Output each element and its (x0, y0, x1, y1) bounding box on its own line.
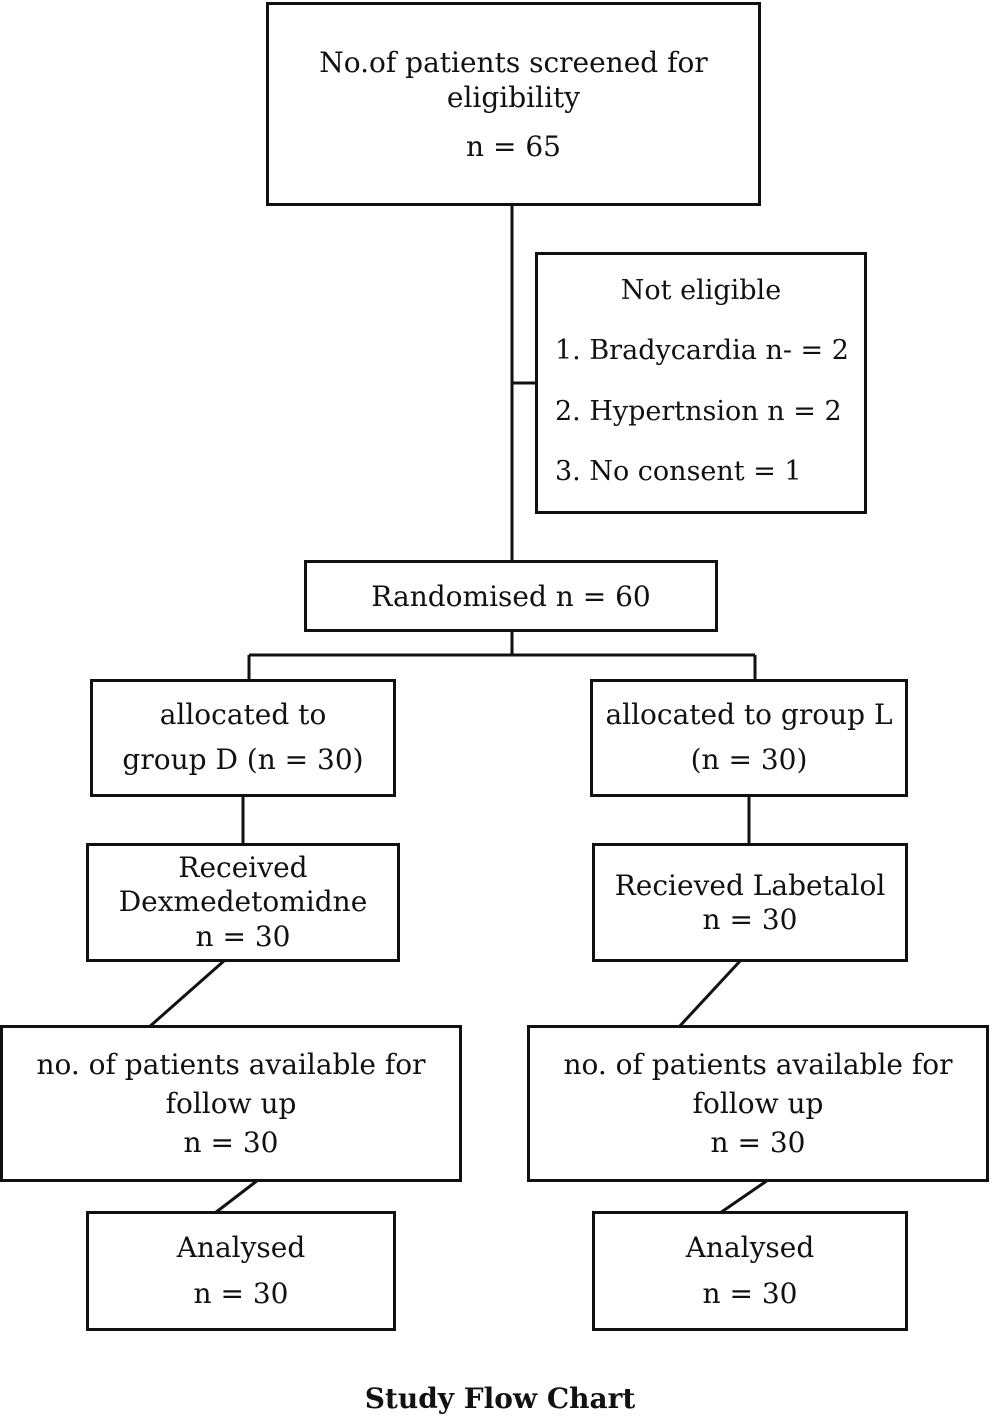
connector-l-received-to-followup (676, 958, 743, 1030)
randomised-box: Randomised n = 60 (304, 560, 718, 632)
group-d-analysed-count: n = 30 (193, 1277, 289, 1310)
group-l-analysed-box: Analysed n = 30 (592, 1211, 908, 1331)
group-l-followup-line-2: follow up (692, 1086, 824, 1120)
excluded-box: Not eligible 1. Bradycardia n- = 2 2. Hy… (535, 252, 867, 514)
group-l-followup-box: no. of patients available for follow up … (527, 1025, 989, 1182)
group-d-received-line-2: Dexmedetomidne (118, 885, 368, 919)
group-l-received-line-1: Recieved Labetalol (614, 868, 886, 902)
group-d-received-box: Received Dexmedetomidne n = 30 (86, 843, 400, 962)
excluded-title: Not eligible (620, 275, 782, 306)
group-l-analysed-label: Analysed (685, 1230, 815, 1264)
group-d-allocated-line-2: group D (n = 30) (122, 743, 364, 776)
group-d-followup-count: n = 30 (183, 1126, 279, 1160)
excluded-item: 2. Hypertnsion n = 2 (555, 395, 842, 427)
group-l-received-box: Recieved Labetalol n = 30 (592, 843, 908, 962)
connector-l-followup-to-analysed (719, 1178, 769, 1215)
connector-d-followup-to-analysed (214, 1178, 259, 1215)
group-d-analysed-label: Analysed (176, 1230, 306, 1264)
group-l-followup-line-1: no. of patients available for (563, 1047, 953, 1081)
figure-caption: Study Flow Chart (364, 1382, 636, 1415)
group-d-analysed-box: Analysed n = 30 (86, 1211, 396, 1331)
group-d-followup-line-2: follow up (165, 1086, 297, 1120)
screening-box: No.of patients screened for eligibility … (266, 2, 761, 206)
group-d-received-count: n = 30 (195, 919, 291, 953)
connector-d-received-to-followup (147, 958, 226, 1030)
group-d-allocated-box: allocated to group D (n = 30) (90, 679, 396, 797)
excluded-item: 1. Bradycardia n- = 2 (555, 335, 849, 367)
randomised-label: Randomised n = 60 (371, 579, 651, 613)
group-l-allocated-line-1: allocated to group L (605, 698, 893, 732)
screening-line-2: eligibility (446, 80, 581, 114)
group-l-analysed-count: n = 30 (702, 1277, 798, 1310)
group-d-followup-line-1: no. of patients available for (36, 1047, 426, 1081)
screening-count: n = 65 (466, 129, 561, 163)
group-d-followup-box: no. of patients available for follow up … (0, 1025, 462, 1182)
group-l-allocated-line-2: (n = 30) (690, 743, 808, 776)
excluded-item: 3. No consent = 1 (555, 456, 802, 488)
group-d-received-line-1: Received (178, 851, 308, 885)
screening-line-1: No.of patients screened for (319, 45, 708, 79)
group-l-received-count: n = 30 (702, 902, 798, 936)
group-d-allocated-line-1: allocated to (159, 698, 327, 732)
group-l-followup-count: n = 30 (710, 1126, 806, 1160)
group-l-allocated-box: allocated to group L (n = 30) (590, 679, 908, 797)
